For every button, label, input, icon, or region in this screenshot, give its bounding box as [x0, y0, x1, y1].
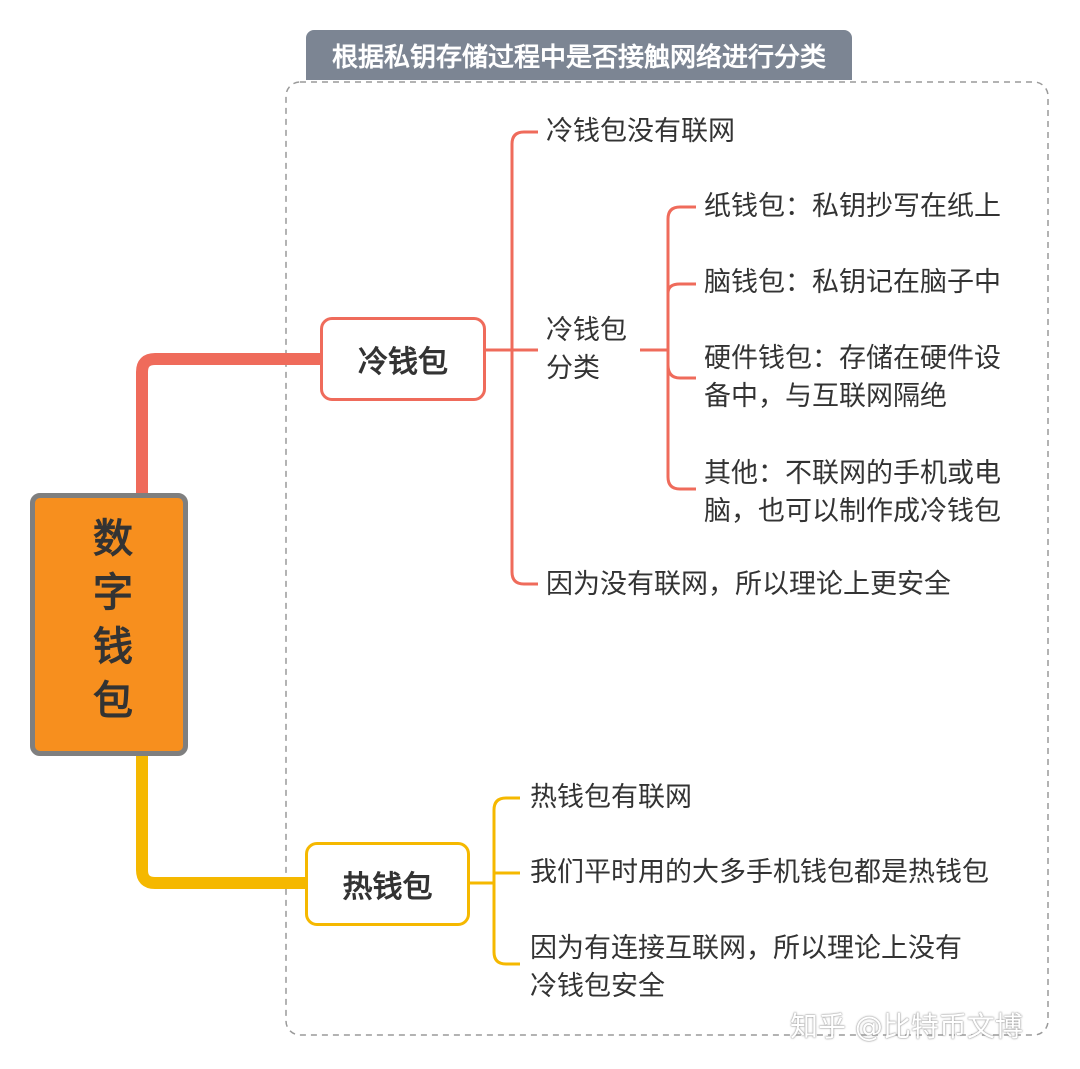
category-hardware-wallet: 硬件钱包：存储在硬件设 备中，与互联网隔绝	[704, 343, 1001, 412]
hot-wallet-label: 热钱包	[342, 870, 433, 905]
watermark: 知乎 @比特币文博	[790, 1010, 1023, 1043]
connector-root-cold	[136, 353, 320, 496]
category-brain-wallet: 脑钱包：私钥记在脑子中	[704, 267, 1001, 298]
category-other: 其他：不联网的手机或电 脑，也可以制作成冷钱包	[704, 458, 1001, 527]
root-node-label: 数字钱包	[86, 516, 132, 733]
cold-item-safer: 因为没有联网，所以理论上更安全	[546, 569, 951, 600]
cold-item-no-network: 冷钱包没有联网	[546, 116, 735, 147]
hot-wallet-node: 热钱包	[305, 842, 470, 926]
hot-item-less-safe: 因为有连接互联网，所以理论上没有 冷钱包安全	[530, 933, 962, 1002]
hot-item-networked: 热钱包有联网	[530, 782, 692, 813]
cold-wallet-label: 冷钱包	[358, 345, 448, 380]
group-label: 根据私钥存储过程中是否接触网络进行分类	[306, 30, 852, 80]
connector-root-hot	[136, 756, 305, 889]
cold-wallet-node: 冷钱包	[320, 317, 486, 401]
cold-item-classification: 冷钱包 分类	[546, 315, 627, 384]
hot-item-common: 我们平时用的大多手机钱包都是热钱包	[530, 857, 989, 888]
hot-connectors	[470, 796, 520, 966]
root-node: 数字钱包	[30, 493, 188, 756]
category-paper-wallet: 纸钱包：私钥抄写在纸上	[704, 191, 1001, 222]
cold-connectors	[486, 130, 696, 586]
